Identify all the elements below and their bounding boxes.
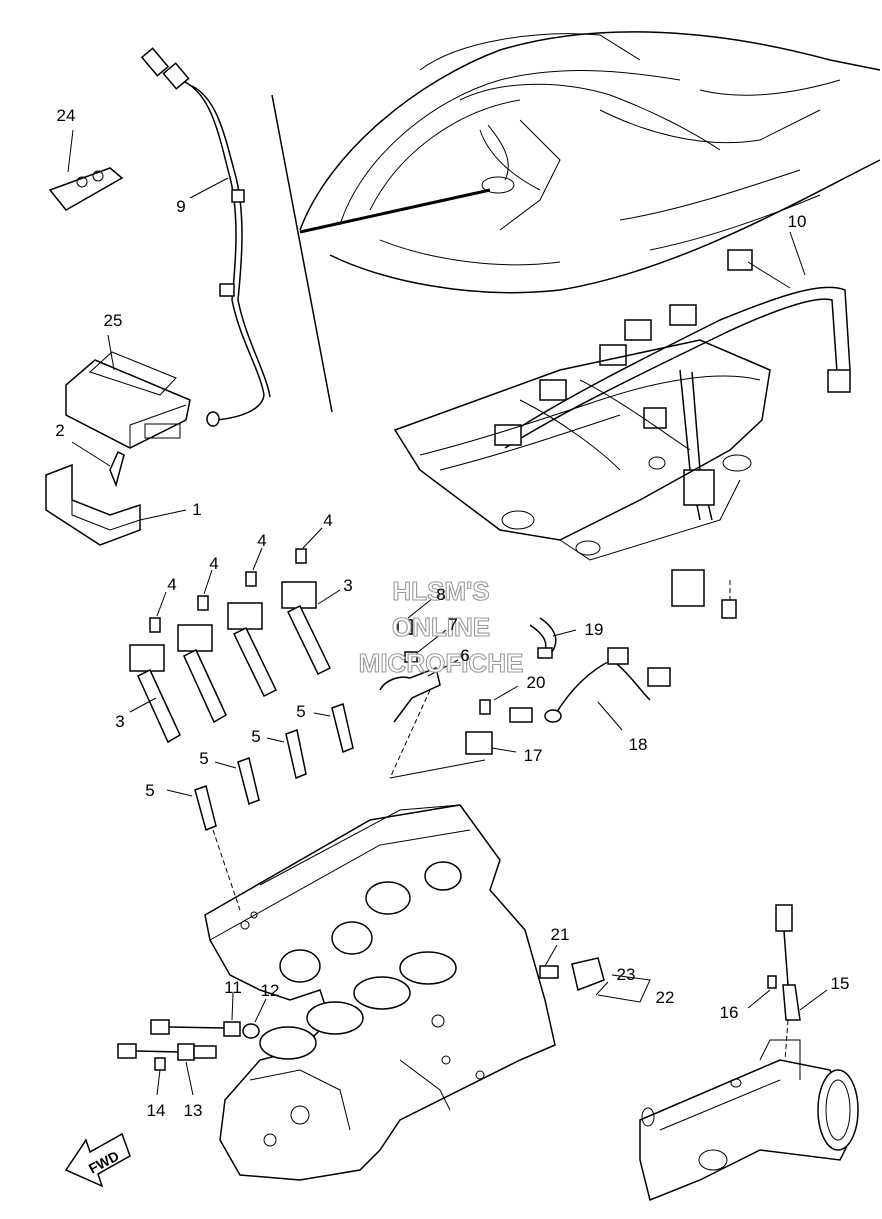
callout-5-d: 5 bbox=[145, 781, 154, 800]
watermark-line-1: HLSM'S bbox=[392, 576, 489, 606]
lead-wire-part bbox=[140, 47, 271, 427]
callout-labels: 24 9 25 2 1 10 4 4 4 4 3 3 8 7 6 19 20 1… bbox=[55, 106, 849, 1120]
spark-plugs-part bbox=[166, 703, 354, 832]
callout-4-a: 4 bbox=[323, 511, 332, 530]
callout-3-b: 3 bbox=[343, 576, 352, 595]
callout-19: 19 bbox=[585, 620, 604, 639]
callout-4-b: 4 bbox=[257, 531, 266, 550]
callout-3-a: 3 bbox=[115, 712, 124, 731]
ignition-coil-2 bbox=[177, 624, 227, 724]
callout-14: 14 bbox=[147, 1101, 166, 1120]
ignition-coil-3 bbox=[227, 602, 277, 698]
callout-11: 11 bbox=[224, 978, 242, 997]
callout-4-c: 4 bbox=[209, 554, 218, 573]
intake-manifold-illustration bbox=[393, 339, 771, 619]
callout-22: 22 bbox=[656, 988, 675, 1007]
bracket-part bbox=[45, 463, 187, 546]
callout-21: 21 bbox=[551, 925, 570, 944]
callout-7: 7 bbox=[448, 615, 457, 634]
callout-13: 13 bbox=[184, 1101, 203, 1120]
ignition-coil-4 bbox=[281, 581, 331, 676]
pressure-sensor-part bbox=[539, 944, 651, 1003]
callout-20: 20 bbox=[527, 673, 546, 692]
callout-17: 17 bbox=[524, 746, 543, 765]
watermark: HLSM'S ONLINE MICROFICHE bbox=[358, 575, 524, 678]
ignition-coils-part bbox=[129, 527, 341, 744]
engine-block-illustration bbox=[204, 689, 556, 1181]
callout-4-d: 4 bbox=[167, 575, 176, 594]
watercraft-hull-illustration bbox=[271, 31, 881, 413]
knock-sensor-part bbox=[117, 1043, 217, 1096]
callout-1: 1 bbox=[192, 500, 201, 519]
sensor-assembly-part bbox=[465, 617, 671, 755]
callout-9: 9 bbox=[176, 197, 185, 216]
ignition-coil-1 bbox=[129, 644, 181, 744]
callout-23: 23 bbox=[617, 965, 636, 984]
callout-5-b: 5 bbox=[251, 727, 260, 746]
callout-18: 18 bbox=[629, 735, 648, 754]
callout-15: 15 bbox=[831, 974, 850, 993]
watermark-line-2: ONLINE bbox=[392, 612, 490, 642]
callout-10: 10 bbox=[788, 212, 807, 231]
remote-fob-part bbox=[48, 129, 124, 211]
callout-5-a: 5 bbox=[296, 702, 305, 721]
ecu-box-part bbox=[65, 334, 191, 449]
callout-16: 16 bbox=[720, 1003, 739, 1022]
callout-24: 24 bbox=[57, 106, 76, 125]
callout-5-c: 5 bbox=[199, 749, 208, 768]
wire-harness-part bbox=[494, 231, 851, 607]
coil-bolts bbox=[149, 527, 323, 633]
callout-8: 8 bbox=[436, 585, 445, 604]
callout-2: 2 bbox=[55, 421, 64, 440]
callout-12: 12 bbox=[261, 981, 280, 1000]
temp-sensor-part bbox=[150, 992, 267, 1039]
exhaust-pipe-illustration bbox=[639, 1039, 859, 1202]
watermark-line-3: MICROFICHE bbox=[359, 648, 524, 678]
callout-25: 25 bbox=[104, 311, 123, 330]
pin-part bbox=[71, 441, 125, 488]
forward-direction-arrow: FWD bbox=[64, 1132, 131, 1188]
cam-sensor-part bbox=[379, 597, 459, 723]
callout-6: 6 bbox=[460, 646, 469, 665]
exhaust-sensor-part bbox=[747, 904, 828, 1061]
